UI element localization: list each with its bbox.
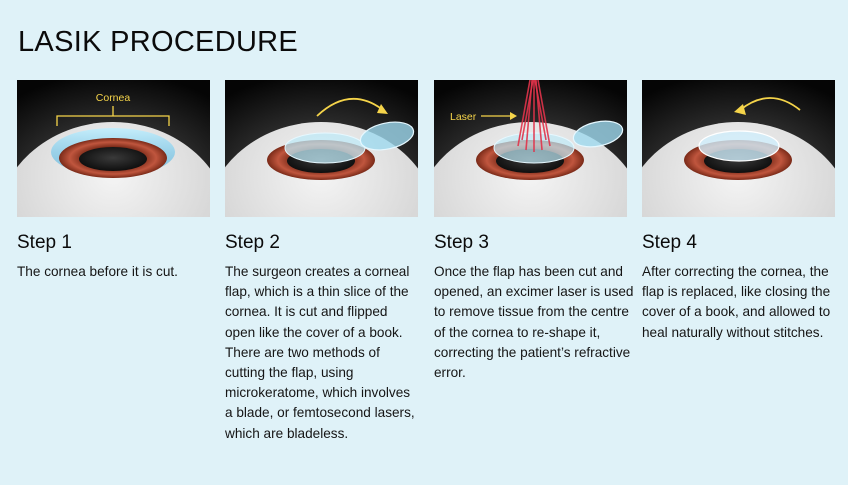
step-1-description: The cornea before it is cut. [17, 264, 178, 279]
step-4-close-arrow [739, 97, 801, 111]
step-4-replaced-flap [698, 130, 780, 162]
page-title: LASIK PROCEDURE [18, 26, 299, 58]
step-4-heading: Step 4 [642, 232, 697, 253]
step-3-laser-beams [517, 80, 551, 152]
step-2-description: The surgeon creates a corneal flap, whic… [225, 264, 415, 441]
step-2-flip-arrowhead [377, 104, 388, 114]
step-1-callout-label: Cornea [96, 92, 131, 104]
step-2-heading: Step 2 [225, 232, 280, 253]
step-2: Step 2 The surgeon creates a corneal fla… [225, 80, 418, 444]
step-1-pupil [79, 147, 147, 171]
step-2-eye-illustration [225, 80, 418, 217]
step-4-eye-illustration [642, 80, 835, 217]
step-2-cornea-bed [284, 132, 366, 164]
step-4-description: After correcting the cornea, the flap is… [642, 264, 831, 340]
step-3-heading: Step 3 [434, 232, 489, 253]
step-2-flap [359, 121, 415, 151]
step-2-flip-arrow [316, 97, 384, 117]
step-4: Step 4 After correcting the cornea, the … [642, 80, 835, 343]
step-3-description: Once the flap has been cut and opened, a… [434, 264, 634, 381]
step-1: Cornea Step 1 The cornea before it is cu… [17, 80, 210, 282]
step-4-close-arrowhead [734, 104, 746, 115]
step-1-heading: Step 1 [17, 232, 72, 253]
step-3-callout-label: Laser [450, 111, 477, 123]
step-3-callout-arrowhead [510, 112, 517, 120]
step-3: Laser Step 3 Once the flap has been cut … [434, 80, 634, 383]
step-1-eye-illustration: Cornea [17, 80, 210, 217]
step-3-flap [572, 120, 624, 148]
step-3-eye-illustration: Laser [434, 80, 627, 217]
